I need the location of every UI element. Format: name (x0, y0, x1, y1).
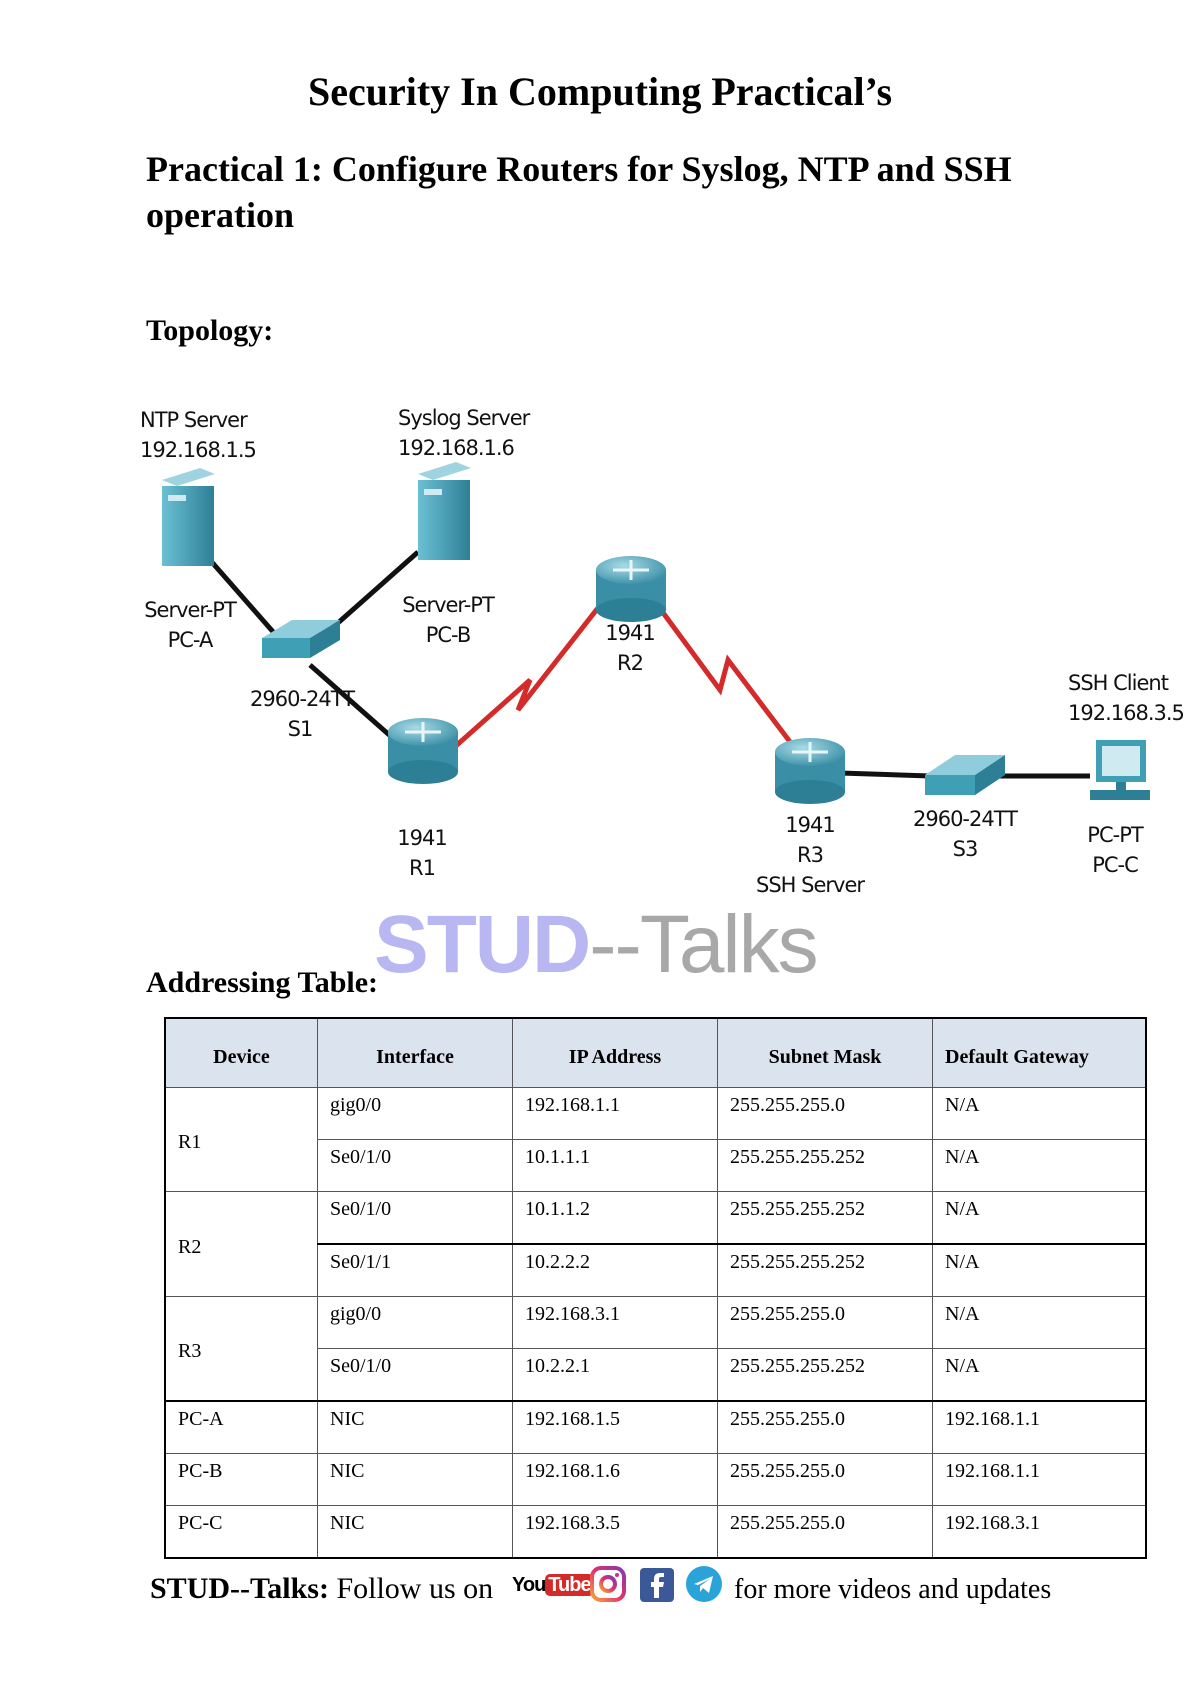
link-pca-s1 (208, 558, 284, 644)
cell-ip: 192.168.1.5 (512, 1400, 718, 1454)
cell-gateway: N/A (932, 1348, 1147, 1402)
addressing-heading: Addressing Table: (146, 966, 379, 999)
server-icon-pc-a (162, 468, 215, 566)
cell-mask: 255.255.255.0 (717, 1400, 933, 1454)
router-icon-r2 (596, 556, 666, 622)
cell-gateway: N/A (932, 1191, 1147, 1245)
instagram-icon[interactable] (590, 1566, 626, 1602)
cell-mask: 255.255.255.252 (717, 1243, 933, 1297)
pc-icon-pc-c (1090, 740, 1150, 800)
footer-brand: STUD--Talks: (150, 1572, 329, 1605)
table-row: Se0/1/0 10.2.2.1 255.255.255.252 N/A (165, 1348, 1147, 1402)
cell-ip: 192.168.3.1 (512, 1296, 718, 1349)
header-device: Device (164, 1017, 318, 1088)
header-mask: Subnet Mask (717, 1017, 933, 1088)
cell-device: PC-A (164, 1400, 318, 1454)
cell-ip: 192.168.3.5 (512, 1505, 718, 1559)
page-title: Security In Computing Practical’s (307, 69, 893, 114)
cell-gateway: 192.168.1.1 (932, 1453, 1147, 1506)
cell-device: PC-C (164, 1505, 318, 1559)
cell-mask: 255.255.255.0 (717, 1087, 933, 1140)
cell-device: R2 (164, 1191, 318, 1297)
cell-interface: Se0/1/0 (317, 1191, 513, 1245)
cell-interface: gig0/0 (317, 1296, 513, 1349)
facebook-icon[interactable] (640, 1568, 674, 1602)
cell-gateway: N/A (932, 1296, 1147, 1349)
cell-interface: NIC (317, 1505, 513, 1559)
addressing-table: Device Interface IP Address Subnet Mask … (164, 1017, 1147, 1559)
footer-after: for more videos and updates (734, 1574, 1052, 1605)
header-gateway: Default Gateway (932, 1017, 1147, 1088)
cell-ip: 10.1.1.1 (512, 1139, 718, 1192)
table-row: R2 Se0/1/0 10.1.1.2 255.255.255.252 N/A (164, 1191, 1147, 1297)
cell-gateway: N/A (932, 1243, 1147, 1297)
cell-device: R3 (164, 1296, 318, 1402)
cell-mask: 255.255.255.0 (717, 1453, 933, 1506)
topology-heading: Topology: (146, 314, 274, 347)
link-s1-r1 (308, 663, 397, 742)
header-ip: IP Address (512, 1017, 718, 1088)
topology-diagram (162, 462, 1150, 804)
switch-icon-s3 (925, 755, 1005, 795)
practical-heading: Practical 1: Configure Routers for Syslo… (146, 149, 1012, 235)
cell-gateway: N/A (932, 1087, 1147, 1140)
cell-mask: 255.255.255.252 (717, 1139, 933, 1192)
cell-interface: NIC (317, 1453, 513, 1506)
switch-icon-s1 (262, 620, 340, 658)
cell-ip: 192.168.1.6 (512, 1453, 718, 1506)
cell-mask: 255.255.255.0 (717, 1296, 933, 1349)
cell-gateway: 192.168.1.1 (932, 1400, 1147, 1454)
cell-mask: 255.255.255.252 (717, 1348, 933, 1402)
server-icon-pc-b (418, 462, 471, 560)
serial-link-r2-r3 (647, 593, 802, 757)
cell-interface: Se0/1/0 (317, 1139, 513, 1192)
telegram-icon[interactable] (686, 1566, 722, 1602)
link-r3-s3 (839, 770, 931, 779)
cell-mask: 255.255.255.0 (717, 1505, 933, 1559)
router-icon-r1 (388, 718, 458, 784)
cell-interface: Se0/1/1 (317, 1243, 513, 1297)
header-interface: Interface (317, 1017, 513, 1088)
serial-link-r1-r2 (438, 588, 614, 762)
cell-mask: 255.255.255.252 (717, 1191, 933, 1245)
cell-ip: 10.2.2.1 (512, 1348, 718, 1402)
table-row: PC-A NIC 192.168.1.5 255.255.255.0 192.1… (164, 1400, 1147, 1454)
link-pcb-s1 (328, 550, 420, 632)
router-icon-r3 (775, 738, 845, 804)
cell-ip: 192.168.1.1 (512, 1087, 718, 1140)
footer-follow: Follow us on (336, 1572, 494, 1605)
cell-interface: Se0/1/0 (317, 1348, 513, 1402)
table-row: R1 gig0/0 192.168.1.1 255.255.255.0 N/A (164, 1087, 1147, 1192)
cell-device: PC-B (164, 1453, 318, 1506)
cell-interface: NIC (317, 1400, 513, 1454)
table-header-row: Device Interface IP Address Subnet Mask … (164, 1017, 1147, 1088)
cell-interface: gig0/0 (317, 1087, 513, 1140)
cell-ip: 10.2.2.2 (512, 1243, 718, 1297)
table-row: Se0/1/1 10.2.2.2 255.255.255.252 N/A (165, 1243, 1147, 1297)
cell-device: R1 (164, 1087, 318, 1192)
table-row: PC-B NIC 192.168.1.6 255.255.255.0 192.1… (164, 1453, 1147, 1506)
table-row: R3 gig0/0 192.168.3.1 255.255.255.0 N/A (164, 1296, 1147, 1402)
footer: STUD--Talks: Follow us on (150, 1572, 493, 1606)
cell-ip: 10.1.1.2 (512, 1191, 718, 1245)
cell-gateway: N/A (932, 1139, 1147, 1192)
table-row: Se0/1/0 10.1.1.1 255.255.255.252 N/A (165, 1139, 1147, 1192)
table-row: PC-C NIC 192.168.3.5 255.255.255.0 192.1… (164, 1505, 1147, 1559)
watermark: STUD--Talks (374, 899, 819, 990)
cell-gateway: 192.168.3.1 (932, 1505, 1147, 1559)
